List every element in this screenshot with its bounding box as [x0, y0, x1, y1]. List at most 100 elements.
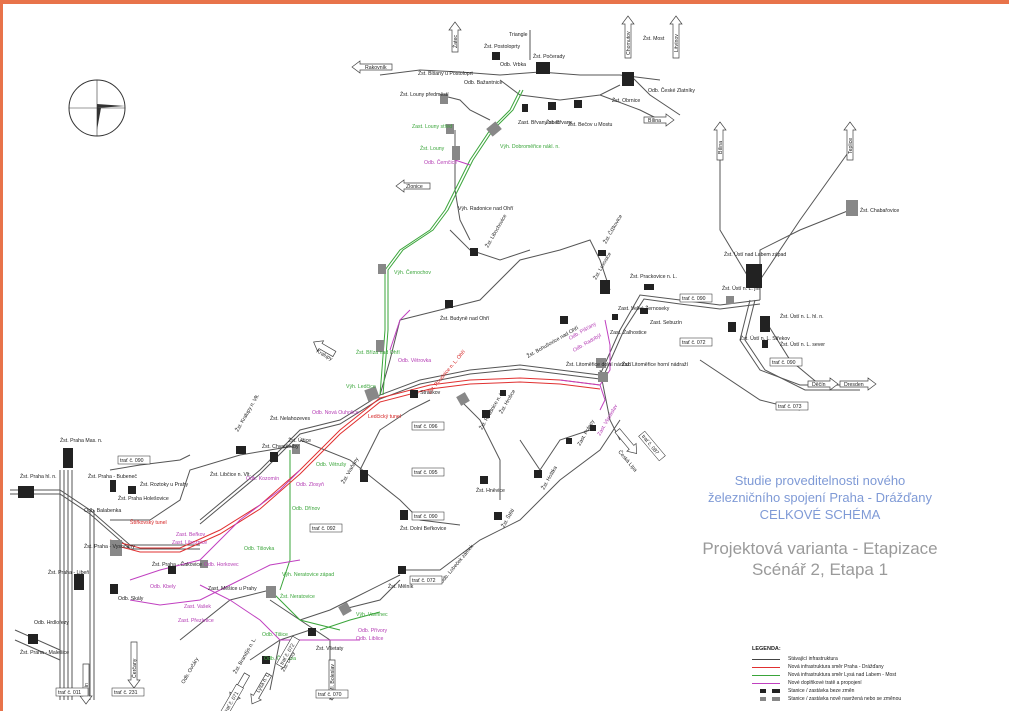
- station-zalhostice: [612, 314, 618, 320]
- label-brizna: Žst. Bříza nad Ohří: [356, 348, 400, 356]
- arrow-bilina-right: [643, 113, 675, 127]
- label-litomerice-horni: Žst. Litoměřice horní nádraží: [622, 360, 689, 368]
- label-lysa: Lysá n. L.: [256, 672, 272, 694]
- station-chabarovice: [846, 200, 858, 216]
- label-nerat-zapad: Výh. Neratovice západ: [282, 572, 334, 578]
- legend-label-most: Nová infrastruktura směr Lysá nad Labem …: [788, 672, 897, 678]
- label-zast-letnany: Zast. Beřkov: [176, 532, 206, 538]
- station-usti-jih: [726, 296, 734, 304]
- legend-row-dresden: Nová infrastruktura směr Praha - Drážďan…: [752, 663, 1002, 671]
- station-horkovec: [200, 560, 208, 568]
- station-praha-cakovice: [168, 566, 176, 574]
- label-praha-holesovice: Žst. Praha Holešovice: [118, 494, 169, 502]
- station-praha-holesovice: [110, 480, 116, 492]
- legend-label-supplementary: Nové doplňkové tratě a propojení: [788, 680, 862, 686]
- label-chabarovice: Žst. Chabařovice: [860, 206, 899, 214]
- station-labels: Triangle Žst. Most Žst. Počerady Žst. Po…: [20, 32, 899, 685]
- label-nova-ouholice: Odb. Nová Ouholice: [312, 410, 359, 416]
- label-ledcicky-tunel: Ledčický tunel: [368, 414, 401, 420]
- station-becov: [574, 100, 582, 108]
- label-straskov: Žst. Straškov: [410, 388, 441, 396]
- title-variant: Projektová varianta - Etapizace Scénář 2…: [630, 538, 1009, 580]
- label-vasek: Zast. Vašek: [184, 604, 211, 610]
- label-nelahozeves: Žst. Nelahozeves: [270, 414, 310, 422]
- supplementary-tracks: [129, 150, 611, 641]
- label-dobromerice: Výh. Dobroměřice nákl. n.: [500, 144, 560, 150]
- label-prackovice: Žst. Prackovice n. L.: [630, 272, 677, 280]
- station-obrnice: [622, 72, 634, 86]
- label-pocerady: Žst. Počerady: [533, 52, 565, 60]
- track-ref-090-b: trať č. 090: [414, 514, 438, 520]
- station-brvany2: [548, 102, 556, 110]
- label-chvateruby: Žst. Chvatěruby: [262, 442, 299, 450]
- station-brvany: [522, 104, 528, 112]
- station-straskov: [410, 390, 418, 398]
- label-stirbicky-tunel: Štířkovský tunel: [130, 519, 167, 526]
- station-steti: [494, 512, 502, 520]
- legend-row-most: Nová infrastruktura směr Lysá nad Labem …: [752, 671, 1002, 679]
- label-horkovec: Odb. Horkovec: [204, 562, 239, 568]
- compass-icon: [68, 79, 126, 137]
- label-zast-libeznice: Zast. Líbeznice: [172, 540, 207, 546]
- label-ml-boleslav: Ml. Boleslav: [330, 664, 336, 692]
- label-lubodice: Odb. Lobeček zámek: [439, 544, 475, 586]
- label-vetrovka: Odb. Větrovka: [398, 358, 431, 364]
- station-hnevice: [480, 476, 488, 484]
- label-usti-sever: Žst. Ústí n. L. sever: [780, 340, 825, 348]
- label-kozomin: Odb. Kozomín: [246, 476, 279, 482]
- title-study: Studie proveditelnosti nového železniční…: [630, 472, 1009, 523]
- station-ledcice: [364, 386, 380, 402]
- label-litomerice-dolni: Žst. Litoměřice dolní nádraží: [566, 360, 632, 368]
- station-brizna: [376, 340, 384, 352]
- arrow-cercany: [127, 641, 141, 689]
- label-bilina-right: Bílina: [648, 118, 661, 124]
- station-roudnice: [456, 392, 470, 406]
- legend-label-station-existing: Stanice / zastávka beze změn: [788, 688, 855, 694]
- new-dresden-tracks: [109, 377, 601, 553]
- station-cernochov: [378, 264, 386, 274]
- frame-left-border: [0, 0, 3, 711]
- title-line2: železničního spojení Praha - Drážďany: [707, 490, 933, 505]
- label-vrbka: Odb. Vrbka: [500, 62, 526, 68]
- label-drinov: Odb. Dřínov: [292, 506, 320, 512]
- label-teplice: Teplice: [848, 138, 854, 154]
- station-roztoky: [128, 486, 136, 494]
- station-chvateruby: [270, 452, 278, 462]
- label-radonice: Výh. Radonice nad Ohří: [458, 206, 514, 212]
- label-kralupy: Žst. Kralupy n. Vlt.: [233, 392, 261, 433]
- label-sebuzin: Zast. Sebuzín: [650, 320, 682, 326]
- label-zalhostice: Zast. Žalhostice: [610, 328, 647, 336]
- label-obrnice: Žst. Obrnice: [612, 96, 640, 104]
- arrow-ceska-lipa: [614, 428, 638, 454]
- label-louny: Žst. Louny: [420, 144, 445, 152]
- label-praha-hl: Žst. Praha hl. n.: [20, 472, 57, 480]
- arrow-lysa: [250, 672, 273, 705]
- legend-swatch-supplementary: [752, 682, 780, 684]
- station-praha-mas: [63, 448, 73, 468]
- label-vavrinec: Výh. Vavřinec: [356, 612, 388, 618]
- label-ovcary: Odb. Ovčáry: [181, 656, 201, 685]
- legend-label-existing: Stávající infrastruktura: [788, 656, 838, 662]
- label-budyne: Žst. Budyně nad Ohří: [440, 314, 490, 322]
- station-louny: [452, 146, 460, 160]
- station-prackovice: [644, 284, 654, 290]
- legend-row-supplementary: Nové doplňkové tratě a propojení: [752, 679, 1002, 687]
- label-usti-strekov: Žst. Ústí n. L. Střekov: [740, 334, 790, 342]
- station-louny-predmesti: [440, 94, 448, 104]
- label-cizkovice: Žst. Čížkovice: [601, 213, 624, 245]
- label-brvany: Zast. Břvany obec: [518, 120, 560, 126]
- station-roudnice-nl: [482, 410, 490, 418]
- label-chomutov: Chomutov: [626, 31, 632, 55]
- arrow-rakovnik: [351, 60, 393, 74]
- legend-label-station-new: Stanice / zastávka nově navržená nebo se…: [788, 696, 902, 702]
- label-praha-vysocany: Žst. Praha - Vysočany: [84, 542, 135, 550]
- station-dobromerice: [486, 121, 502, 137]
- label-praha-mas: Žst. Praha Mas. n.: [60, 436, 102, 444]
- station-blocks: [18, 52, 858, 664]
- station-hostka: [534, 470, 542, 478]
- label-praha-malesice: Žst. Praha - Malešice: [20, 648, 69, 656]
- label-libochovice: Žst. Libochovice: [483, 212, 509, 249]
- legend-row-station-existing: Stanice / zastávka beze změn: [752, 687, 1002, 695]
- station-cizkovice: [598, 250, 606, 256]
